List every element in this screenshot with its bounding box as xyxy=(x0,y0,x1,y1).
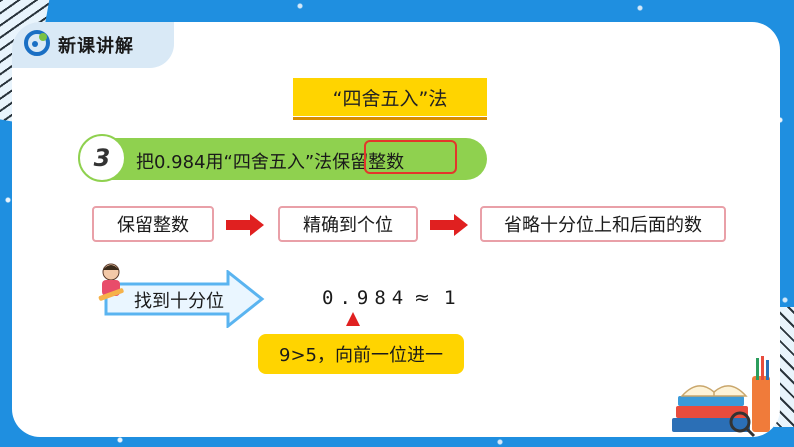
books-icon xyxy=(672,356,770,438)
decimal-number: 0.984 xyxy=(322,287,410,309)
rounded-result: 1 xyxy=(444,287,457,309)
step-to-ones: 精确到个位 xyxy=(278,206,418,242)
find-tenths-label: 找到十分位 xyxy=(134,291,224,312)
header-tab xyxy=(12,22,174,68)
question-text: 把0.984用“四舍五入”法保留整数 xyxy=(136,152,405,173)
approx-sign: ≈ xyxy=(414,287,430,309)
logo-icon xyxy=(24,30,50,56)
rounding-rule: 9>5，向前一位进一 xyxy=(258,334,464,374)
method-title: “四舍五入”法 xyxy=(293,78,487,116)
up-arrow-icon xyxy=(346,312,360,326)
page-title: 新课讲解 xyxy=(58,36,134,57)
question-number-badge: 3 xyxy=(78,134,126,182)
keyword-highlight xyxy=(364,140,457,174)
right-arrow-icon xyxy=(430,214,468,236)
kid-pencil-icon xyxy=(98,263,124,301)
find-tenths-arrow xyxy=(104,270,265,328)
right-arrow-icon xyxy=(226,214,264,236)
step-omit-tenths: 省略十分位上和后面的数 xyxy=(480,206,726,242)
step-keep-integer: 保留整数 xyxy=(92,206,214,242)
question-number: 3 xyxy=(93,144,111,172)
banner-underline xyxy=(293,117,487,120)
